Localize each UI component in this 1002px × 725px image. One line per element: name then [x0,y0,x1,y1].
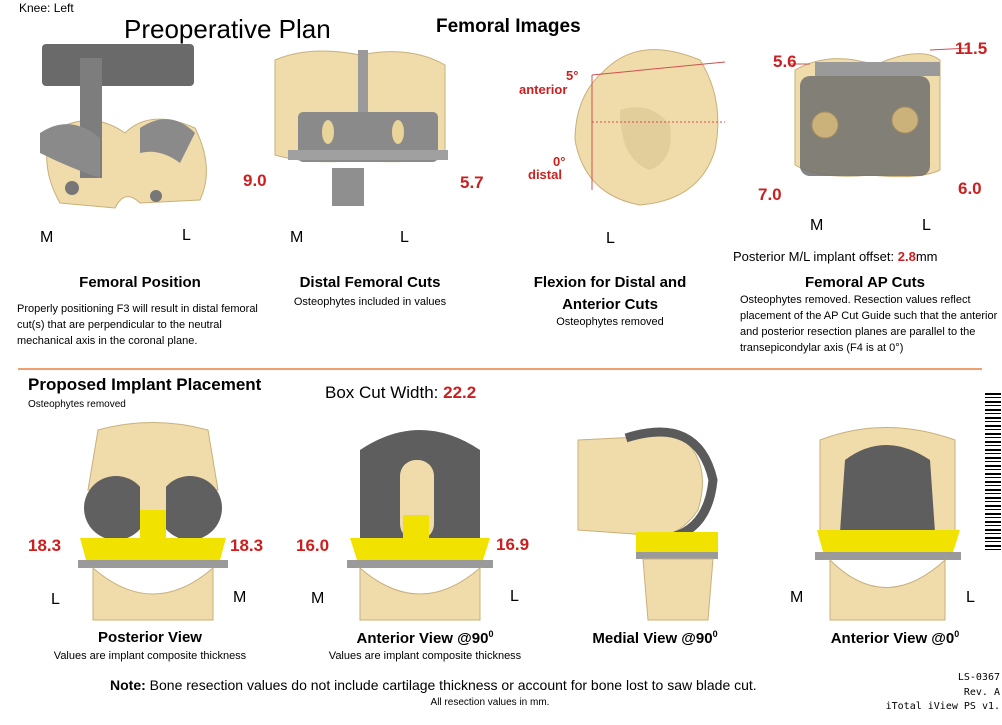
ap-label-l: L [922,217,931,234]
a0-label-m: M [790,589,804,606]
ap-cuts-title: Femoral AP Cuts [804,274,926,291]
posterior-view-title: Posterior View [98,629,202,646]
ap-label-m: M [810,217,824,234]
ap-top-right: 11.5 [955,39,988,58]
section-divider [18,368,982,370]
footer-product: iTotal iView PS v1. [885,701,1000,712]
flex-anterior-deg: 5° [566,68,579,83]
distal-cuts-subtitle: Osteophytes included in values [293,296,447,308]
a90-label-l: L [510,588,519,605]
flex-anterior-label: anterior [519,82,568,97]
footer-rev: Rev. A [963,687,1000,698]
anterior90-title: Anterior View @900 [325,629,525,647]
medial90-title: Medial View @900 [560,629,750,647]
distal-value-right: 5.7 [460,173,484,192]
posterior-view-subtitle: Values are implant composite thickness [53,650,247,662]
dc-label-m: M [290,229,304,246]
anterior90-value-right: 16.9 [496,535,530,554]
footer-note-label: Note: [110,677,146,693]
posterior-value-left: 18.3 [28,536,62,555]
a90-label-m: M [311,590,325,607]
ap-offset-value: 2.8 [897,249,916,264]
posterior-value-right: 18.3 [230,536,264,555]
ap-cuts-desc: Osteophytes removed. Resection values re… [740,294,998,354]
flex-label-l: L [606,230,615,247]
anterior90-title-text: Anterior View @90 [356,630,489,647]
footer-note-text: Bone resection values do not include car… [145,677,757,693]
box-cut-value: 22.2 [443,383,477,402]
medial90-image [577,427,718,621]
flexion-subtitle: Osteophytes removed [556,316,664,328]
ap-bottom-right: 6.0 [958,179,982,198]
ap-offset-unit: mm [915,249,938,264]
flexion-title-2: Anterior Cuts [562,296,658,313]
knee-side-label: Knee: Left [19,1,74,15]
fp-label-m: M [40,229,54,246]
footer-doc-id: LS-0367 [957,672,1000,683]
plan-title: Preoperative Plan [124,14,331,44]
posterior-view-image [78,422,228,621]
ap-bottom-left: 7.0 [758,185,782,204]
box-cut-line: Box Cut Width: 22.2 [325,383,476,403]
anterior90-image [347,430,493,621]
anterior90-subtitle: Values are implant composite thickness [328,650,522,662]
femoral-position-image [40,44,207,209]
barcode [985,393,1001,551]
ap-top-left: 5.6 [773,52,797,71]
footer-note: Note: Bone resection values do not inclu… [110,677,757,693]
anterior90-title-sup: 0 [488,629,494,639]
ap-offset-label: Posterior M/L implant offset: [733,249,895,264]
distal-cuts-title: Distal Femoral Cuts [299,274,441,291]
flex-distal-label: distal [528,167,562,182]
box-cut-label: Box Cut Width: [325,383,439,402]
flex-distal-deg: 0° [553,154,566,169]
distal-value-left: 9.0 [243,171,267,190]
anterior0-title-sup: 0 [954,629,960,639]
implant-subtitle: Osteophytes removed [28,399,126,410]
medial90-title-text: Medial View @90 [592,630,713,647]
anterior90-value-left: 16.0 [296,536,330,555]
implant-title: Proposed Implant Placement [28,375,262,394]
pv-label-m: M [233,589,247,606]
femoral-position-title: Femoral Position [79,274,201,291]
footer-note-sub: All resection values in mm. [430,697,550,708]
anterior0-title-text: Anterior View @0 [830,630,955,647]
section-title: Femoral Images [436,16,581,37]
dc-label-l: L [400,229,409,246]
ap-offset-line: Posterior M/L implant offset: 2.8mm [733,249,938,264]
distal-cuts-image [274,50,448,206]
anterior0-title: Anterior View @00 [800,629,990,647]
fp-label-l: L [182,227,191,244]
pv-label-l: L [51,591,60,608]
medial90-title-sup: 0 [712,629,718,639]
flexion-title-1: Flexion for Distal and [533,274,687,291]
femoral-position-desc: Properly positioning F3 will result in d… [17,303,258,347]
flexion-image [574,49,726,206]
anterior0-image [815,427,961,621]
a0-label-l: L [966,589,975,606]
ap-cuts-image [790,47,971,178]
